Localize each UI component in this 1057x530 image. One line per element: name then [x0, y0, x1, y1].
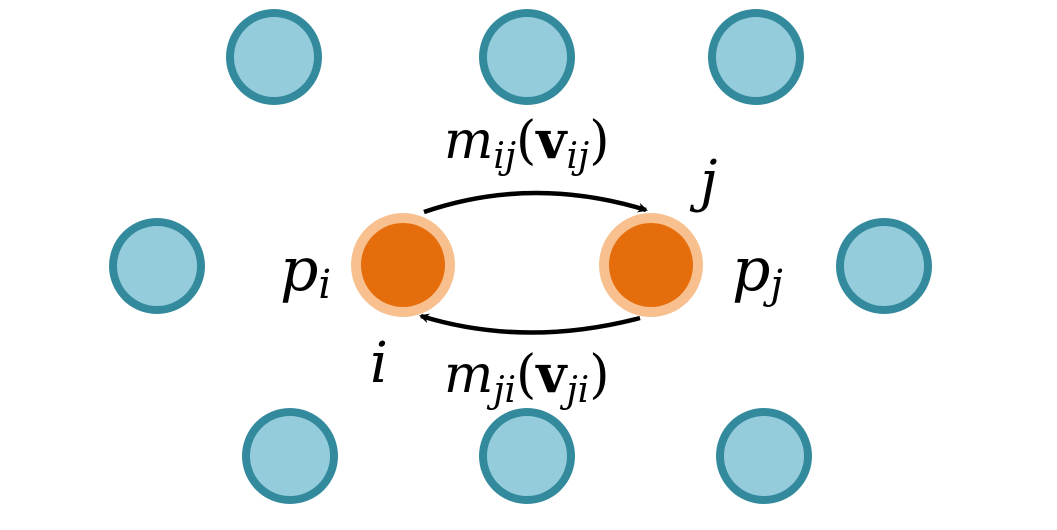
neighbor-node-top-middle — [479, 9, 575, 105]
node-j-core — [609, 223, 693, 307]
node-j-label: j — [689, 149, 717, 214]
neighbor-node-top-right — [708, 9, 804, 105]
value-label-p-i: pi — [280, 235, 331, 308]
message-ij-close-paren: ) — [589, 111, 609, 171]
neighbor-node-bottom-right — [716, 408, 812, 504]
neighbor-node-middle-left — [109, 218, 205, 314]
message-ij-sub: ij — [493, 136, 516, 177]
arrow-i-to-j — [423, 190, 648, 215]
neighbor-node-middle-right — [836, 218, 932, 314]
neighbor-node-bottom-left — [242, 408, 338, 504]
value-label-p-j-base: p — [732, 235, 770, 305]
message-ji-arg-base: v — [535, 344, 568, 405]
node-j — [599, 213, 703, 317]
value-label-p-i-sub: i — [318, 262, 331, 308]
message-ji-open-paren: ( — [516, 345, 536, 405]
message-label-ji: mji(vji) — [444, 344, 610, 411]
message-ij-open-paren: ( — [516, 111, 536, 171]
message-ij-arg-base: v — [535, 110, 568, 171]
message-ji-close-paren: ) — [589, 345, 609, 405]
value-label-p-j: pj — [732, 235, 783, 308]
arrow-j-to-i — [419, 313, 641, 335]
node-i — [351, 213, 455, 317]
message-ij-base: m — [444, 111, 493, 171]
message-ji-base: m — [444, 345, 493, 405]
message-ij-arg-sub: ij — [567, 136, 590, 177]
neighbor-nodes — [109, 9, 932, 504]
node-i-label: i — [370, 331, 388, 396]
neighbor-node-top-left — [226, 9, 322, 105]
message-label-ij: mij(vij) — [444, 110, 610, 177]
neighbor-node-bottom-middle — [479, 408, 575, 504]
value-label-p-i-base: p — [280, 235, 318, 305]
node-i-core — [361, 223, 445, 307]
